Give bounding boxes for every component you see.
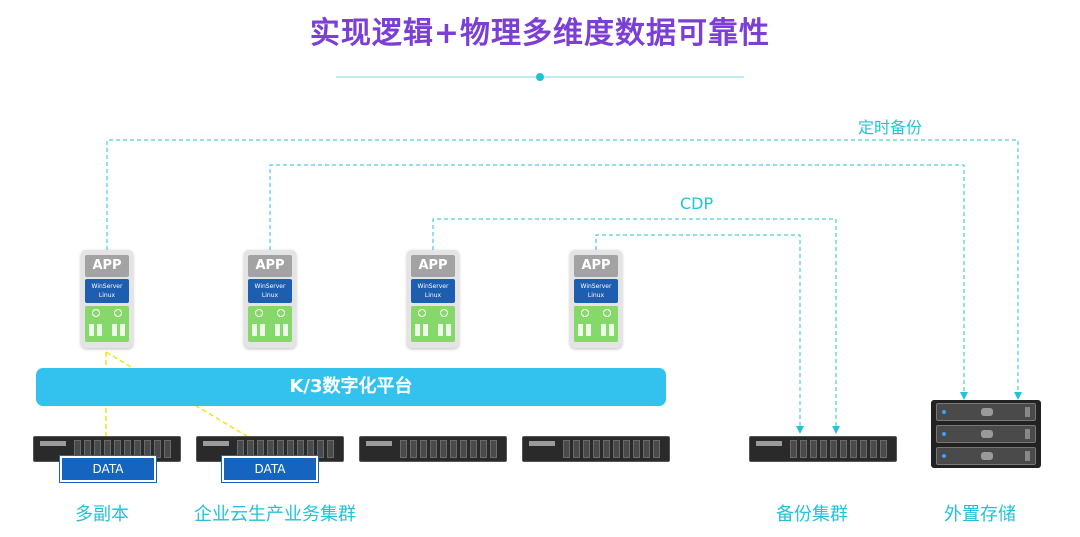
enterprise-cloud-cluster-label: 企业云生产业务集群 (194, 504, 356, 525)
data-block-2: DATA (221, 455, 319, 483)
scheduled-backup-lines (106, 139, 1022, 400)
rack-server-3 (359, 436, 507, 462)
external-storage-device (931, 400, 1041, 468)
app-label: APP (574, 255, 618, 277)
backup-server (749, 436, 897, 462)
hardware-icon (85, 306, 129, 342)
backup-cluster-label: 备份集群 (776, 504, 848, 525)
external-storage-label: 外置存储 (944, 504, 1016, 525)
rack-server-4 (522, 436, 670, 462)
app-label: APP (411, 255, 455, 277)
hardware-icon (248, 306, 292, 342)
page-title: 实现逻辑+物理多维度数据可靠性 (309, 16, 771, 51)
cdp-label: CDP (680, 194, 714, 213)
multi-replica-label: 多副本 (75, 504, 129, 525)
data-block-1: DATA (59, 455, 157, 483)
hardware-icon (411, 306, 455, 342)
title-divider (336, 73, 744, 81)
scheduled-backup-label: 定时备份 (858, 118, 923, 137)
app-label: APP (248, 255, 292, 277)
cdp-lines (432, 218, 840, 434)
app-label: APP (85, 255, 129, 277)
hardware-icon (574, 306, 618, 342)
platform-bar: K/3数字化平台 (36, 368, 666, 406)
